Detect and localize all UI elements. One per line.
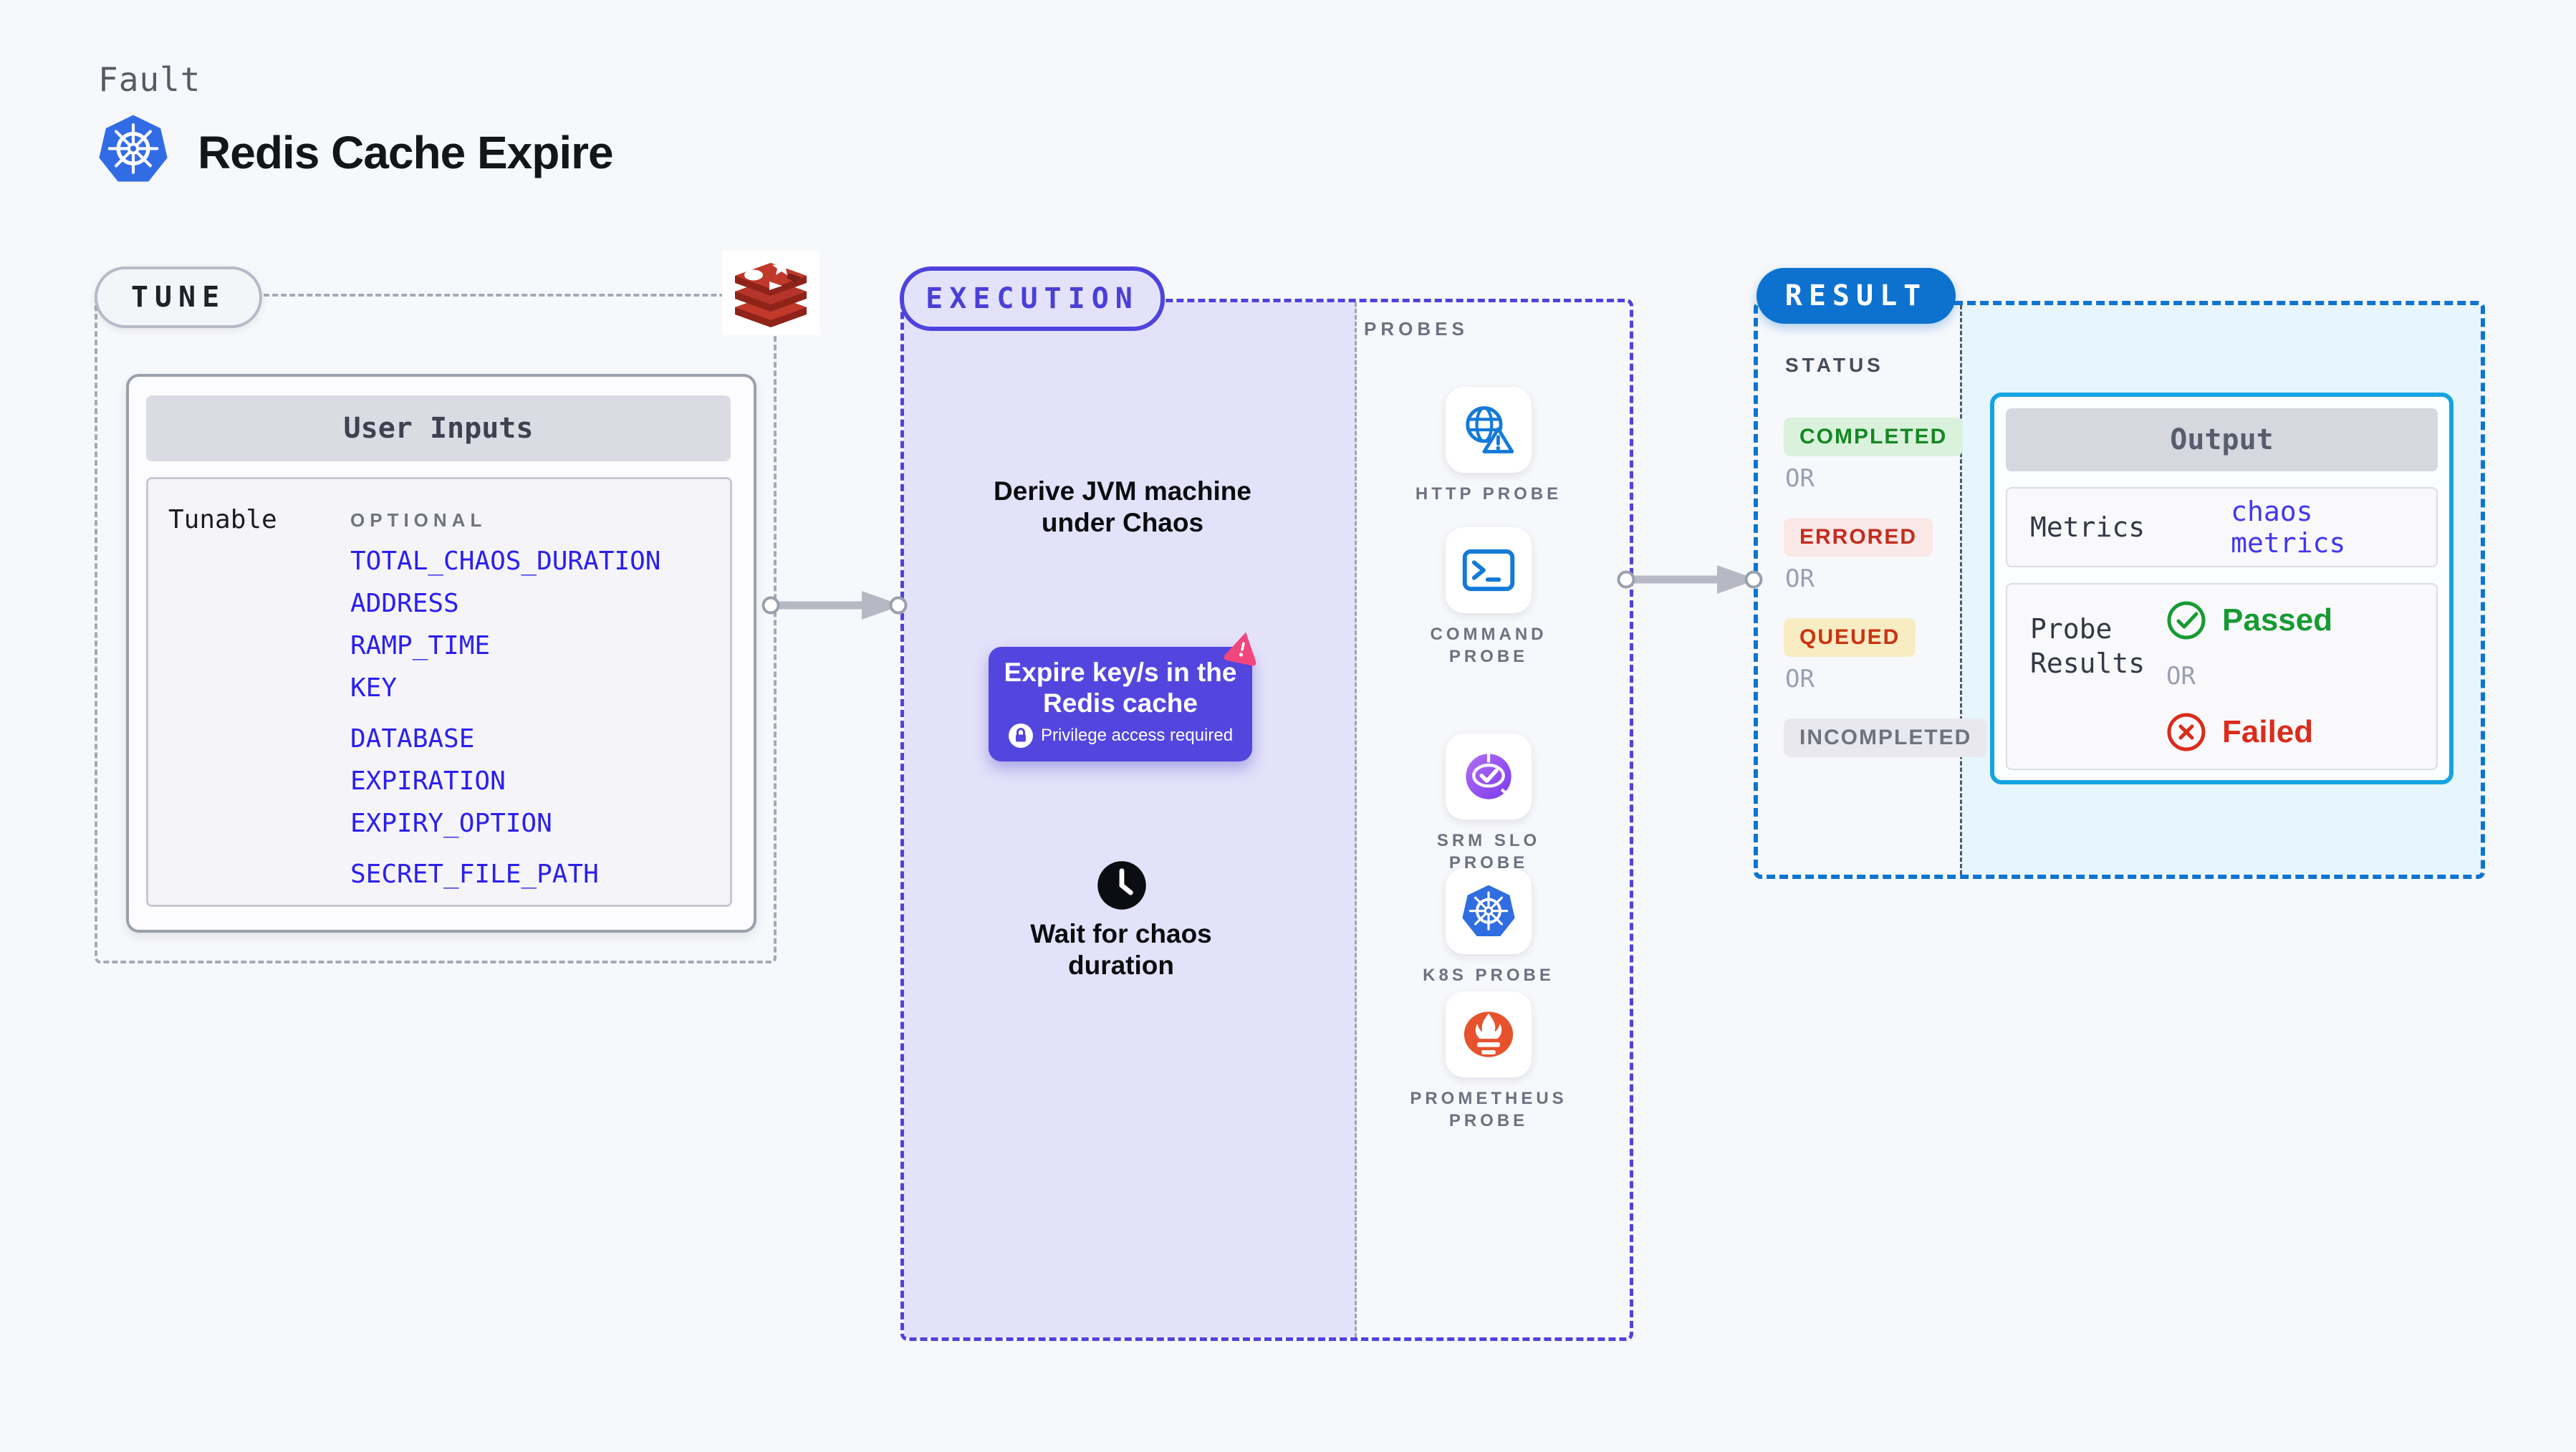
user-inputs-card: User Inputs Tunable OPTIONAL TOTAL_CHAOS…: [126, 374, 756, 933]
result-pill: RESULT: [1756, 268, 1956, 324]
tune-section-box: [95, 294, 777, 963]
status-label: STATUS: [1785, 354, 1884, 376]
optional-label: OPTIONAL: [350, 509, 487, 531]
slo-donut-check-icon: [1466, 753, 1512, 799]
execution-pill: EXECUTION: [900, 266, 1165, 331]
chaos-step-title: Expire key/s in the Redis cache: [1004, 658, 1237, 718]
chaos-step-note: Privilege access required: [1040, 726, 1234, 745]
status-badge-completed: COMPLETED: [1784, 418, 1964, 456]
or-separator: OR: [2166, 662, 2196, 691]
srm-slo-probe-label: SRM SLO PROBE: [1436, 831, 1541, 872]
check-circle-icon: [2167, 601, 2206, 640]
page-title: Redis Cache Expire: [198, 127, 614, 178]
command-probe-card: [1446, 527, 1532, 613]
command-probe-label: COMMAND PROBE: [1430, 625, 1547, 666]
passed-label: Passed: [2222, 602, 2333, 638]
param-total-chaos-duration: TOTAL_CHAOS_DURATION: [350, 547, 661, 576]
srm-slo-probe-card: [1446, 734, 1532, 819]
lock-icon: [1008, 723, 1033, 748]
metrics-value: chaos metrics: [2231, 496, 2346, 559]
litmus-chaos-icon: [1224, 632, 1256, 666]
kubernetes-icon: [99, 115, 168, 182]
kubernetes-icon: [1462, 885, 1515, 937]
param-ramp-time: RAMP_TIME: [350, 631, 491, 660]
prometheus-probe-card: [1446, 991, 1532, 1077]
redis-icon: [722, 251, 820, 335]
chaos-step-card: Expire key/s in the Redis cache Privileg…: [989, 647, 1252, 761]
user-inputs-title: User Inputs: [146, 395, 731, 461]
failed-label: Failed: [2222, 714, 2314, 749]
x-circle-icon: [2167, 713, 2206, 751]
clock-icon: [1097, 861, 1146, 910]
k8s-probe-label: K8S PROBE: [1423, 966, 1554, 985]
terminal-icon: [1462, 549, 1515, 592]
probes-title: PROBES: [1364, 318, 1469, 340]
param-database: DATABASE: [350, 724, 475, 754]
or-separator: OR: [1785, 564, 1815, 593]
fault-eyebrow: Fault: [98, 60, 201, 99]
arrow-execution-to-result: [1617, 565, 1763, 594]
http-probe-card: [1446, 387, 1532, 473]
or-separator: OR: [1785, 665, 1815, 693]
status-badge-errored: ERRORED: [1784, 518, 1933, 557]
arrow-tune-to-execution: [761, 591, 908, 620]
execution-section-box: [900, 299, 1633, 1341]
param-expiration: EXPIRATION: [350, 766, 506, 796]
param-expiry-option: EXPIRY_OPTION: [350, 809, 552, 838]
or-separator: OR: [1785, 464, 1815, 493]
probe-results-label: Probe Results: [2030, 613, 2145, 679]
output-title: Output: [2006, 408, 2438, 471]
probe-results-row: Probe Results Passed OR Failed: [2006, 583, 2438, 770]
k8s-probe-card: [1446, 868, 1532, 954]
tune-pill: TUNE: [95, 266, 262, 328]
metrics-label: Metrics: [2030, 511, 2145, 543]
status-badge-queued: QUEUED: [1784, 618, 1916, 657]
prometheus-probe-label: PROMETHEUS PROBE: [1410, 1089, 1567, 1130]
status-badge-incompleted: INCOMPLETED: [1784, 718, 1988, 757]
param-secret-file-path: SECRET_FILE_PATH: [350, 860, 599, 889]
globe-warning-icon: [1466, 406, 1514, 453]
http-probe-label: HTTP PROBE: [1415, 484, 1562, 504]
step-wait-duration: Wait for chaos duration: [1030, 919, 1212, 980]
step-derive-jvm: Derive JVM machine under Chaos: [994, 476, 1251, 537]
execution-flow-area: [904, 302, 1357, 1337]
prometheus-icon: [1464, 1011, 1514, 1057]
output-card: Output Metrics chaos metrics Probe Resul…: [1990, 393, 2454, 784]
param-key: KEY: [350, 673, 398, 703]
metrics-row: Metrics chaos metrics: [2006, 487, 2438, 567]
user-inputs-list: Tunable OPTIONAL TOTAL_CHAOS_DURATION AD…: [146, 477, 732, 907]
tunable-label: Tunable: [168, 505, 277, 534]
param-address: ADDRESS: [350, 589, 459, 618]
